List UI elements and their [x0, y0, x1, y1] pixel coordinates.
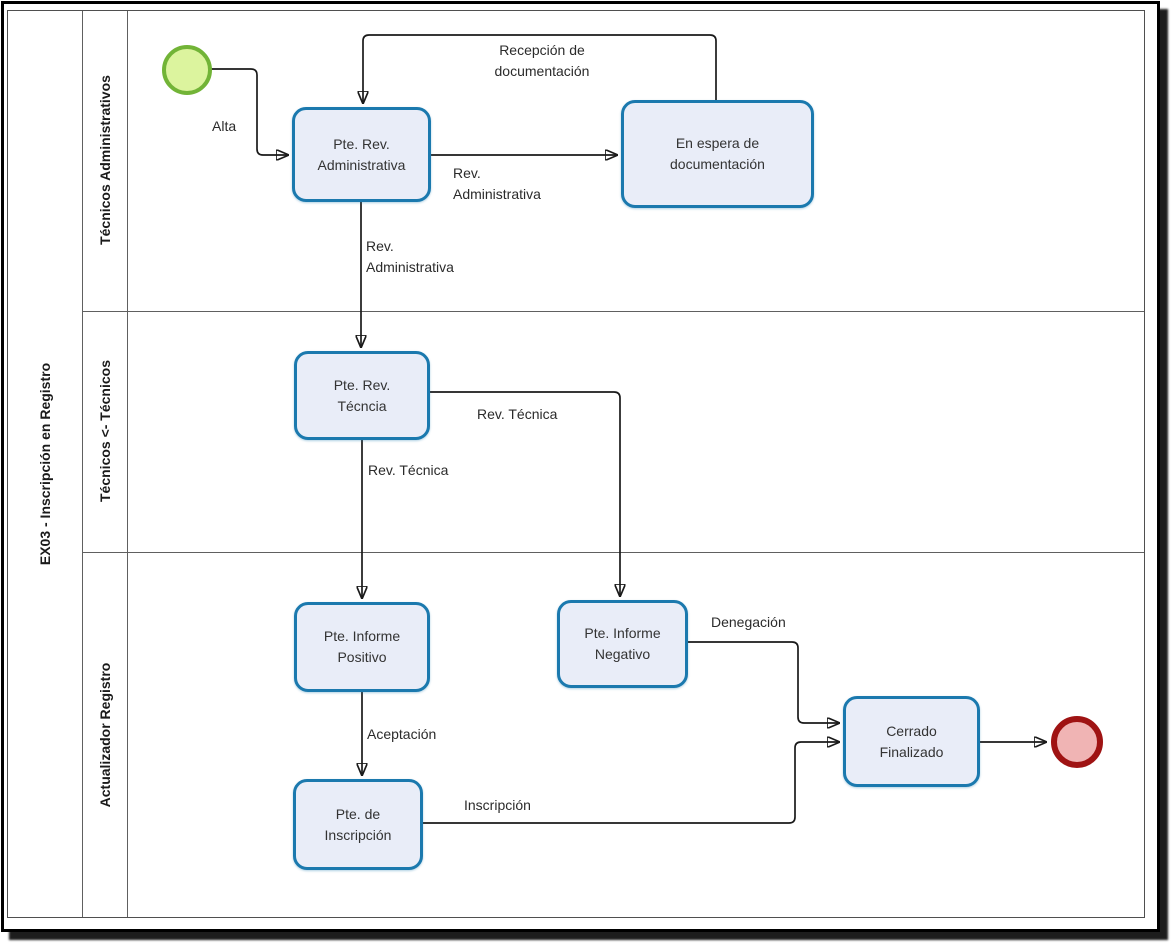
task-label: Pte. Informe Positivo: [323, 628, 401, 665]
flow-inscripcion: [423, 742, 839, 824]
start-event-circle: [162, 45, 212, 95]
flow-label-aceptacion: Aceptación: [367, 726, 437, 742]
pool-title-divider: [82, 11, 83, 917]
flow-label-denegacion: Denegación: [711, 614, 786, 630]
flow-label-rev-tecnica-derecha: Rev. Técnica: [477, 406, 558, 422]
task-label: En espera de documentación: [670, 135, 765, 172]
lane-divider-1: [82, 310, 1144, 312]
task-en-espera-de-documentacion: En espera de documentación: [621, 100, 814, 208]
task-label: Pte. Informe Negativo: [584, 625, 661, 662]
task-label: Pte. Rev. Técncia: [333, 376, 391, 414]
task-label: Pte. de Inscripción: [324, 805, 392, 843]
task-pte-de-inscripcion: Pte. de Inscripción: [293, 779, 423, 870]
lane-divider-2: [82, 551, 1144, 553]
task-label: Cerrado Finalizado: [879, 722, 944, 760]
flow-recepcion-de-documentacion: [363, 34, 717, 103]
flow-alta: [211, 68, 288, 155]
flow-label-rev-administrativa: Rev. Administrativa: [453, 165, 541, 202]
task-cerrado-finalizado: Cerrado Finalizado: [843, 696, 980, 787]
flow-label-recepcion-de-documentacion: Recepción de documentación: [494, 42, 590, 79]
flow-denegacion: [688, 641, 839, 723]
task-label: Pte. Rev. Administrativa: [317, 135, 406, 173]
flow-label-inscripcion: Inscripción: [464, 797, 531, 813]
flow-rev-tecnica-derecha: [430, 391, 620, 596]
task-pte-rev-administrativa: Pte. Rev. Administrativa: [292, 107, 431, 202]
task-pte-rev-tecnica: Pte. Rev. Técncia: [294, 351, 430, 440]
lane-label-divider: [127, 11, 128, 917]
task-pte-informe-positivo: Pte. Informe Positivo: [294, 602, 430, 692]
end-event-circle: [1051, 716, 1103, 768]
flow-label-alta: Alta: [212, 118, 237, 134]
flow-label-rev-tecnica-bajada: Rev. Técnica: [368, 462, 449, 478]
flow-label-rev-administrativa-bajada: Rev. Administrativa: [366, 238, 454, 275]
process-pool: [7, 10, 1145, 918]
task-pte-informe-negativo: Pte. Informe Negativo: [557, 600, 688, 688]
